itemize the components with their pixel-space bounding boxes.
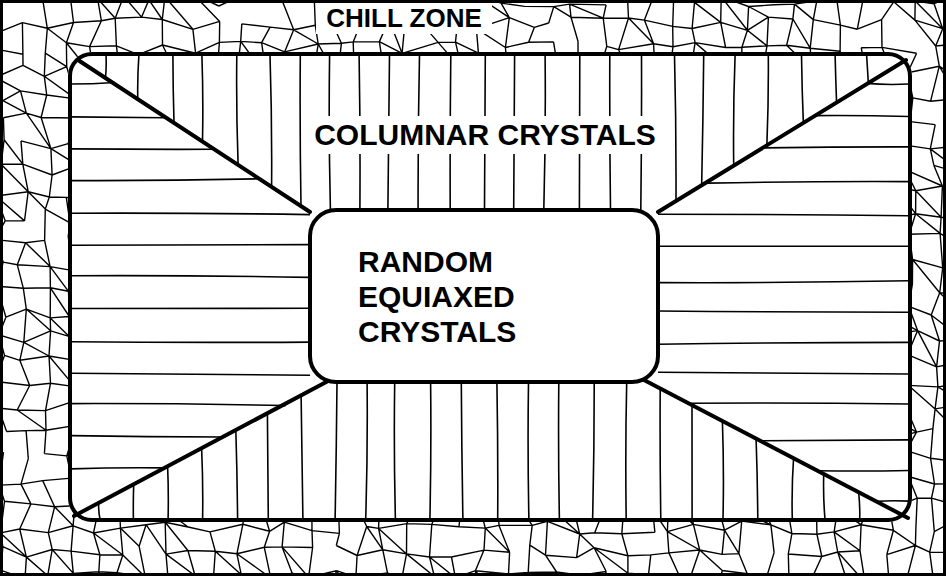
inner-ground: [68, 52, 912, 522]
columnar-lines: [71, 55, 909, 519]
zone-label: RANDOM EQUIAXED CRYSTALS: [358, 244, 598, 349]
equiaxed-zone-region: RANDOM EQUIAXED CRYSTALS: [308, 208, 660, 384]
column-line: [71, 55, 909, 519]
columnar-zone-region: COLUMNAR CRYSTALS RANDOM EQUIAXED CRYSTAL…: [68, 52, 912, 522]
zone-label: CHILL ZONE: [316, 3, 492, 34]
zone-label: COLUMNAR CRYSTALS: [304, 116, 666, 154]
zone-boundaries: [74, 60, 908, 518]
